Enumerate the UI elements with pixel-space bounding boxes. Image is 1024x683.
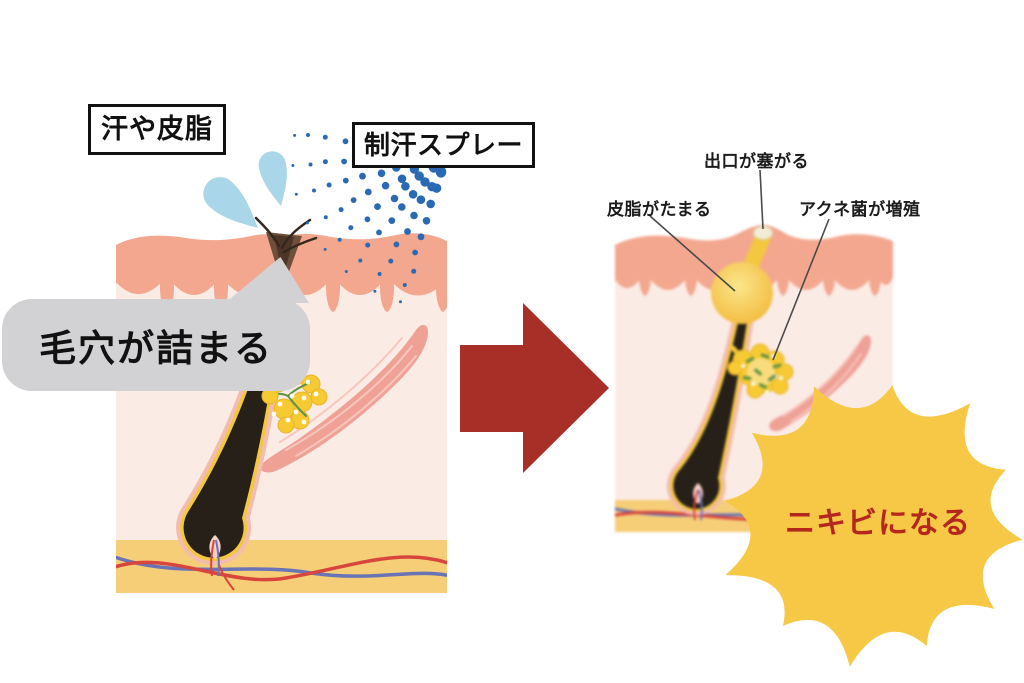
speech-bubble: 毛穴が詰まる: [2, 299, 310, 391]
pore-clog: [254, 216, 318, 288]
sweat-droplets-icon: [203, 151, 287, 228]
arrector-pili-muscle: [260, 324, 428, 473]
starburst-shape: [725, 385, 1023, 667]
leader-lines: [649, 169, 830, 361]
label-sweat-sebum: 汗や皮脂: [88, 104, 226, 155]
label-sebum-accumulates: 皮脂がたまる: [607, 200, 712, 219]
label-sweat-sebum-text: 汗や皮脂: [101, 114, 213, 144]
acne-bacteria: [742, 353, 782, 389]
sebaceous-gland: [261, 364, 328, 434]
speech-bubble-text: 毛穴が詰まる: [39, 328, 273, 369]
label-antiperspirant-spray-text: 制汗スプレー: [364, 130, 524, 160]
burst-text: ニキビになる: [785, 507, 971, 540]
label-exit-blocked: 出口が塞がる: [704, 152, 809, 171]
hair-follicle: [176, 274, 294, 577]
label-acne-bacteria-multiply: アクネ菌が増殖: [799, 200, 921, 219]
sebaceous-gland-bacteria: [727, 343, 794, 399]
arrow-right-icon: [460, 303, 609, 473]
sebum-ball: [711, 236, 773, 324]
arrector-pili-muscle: [769, 335, 871, 432]
label-antiperspirant-spray: 制汗スプレー: [352, 122, 536, 168]
